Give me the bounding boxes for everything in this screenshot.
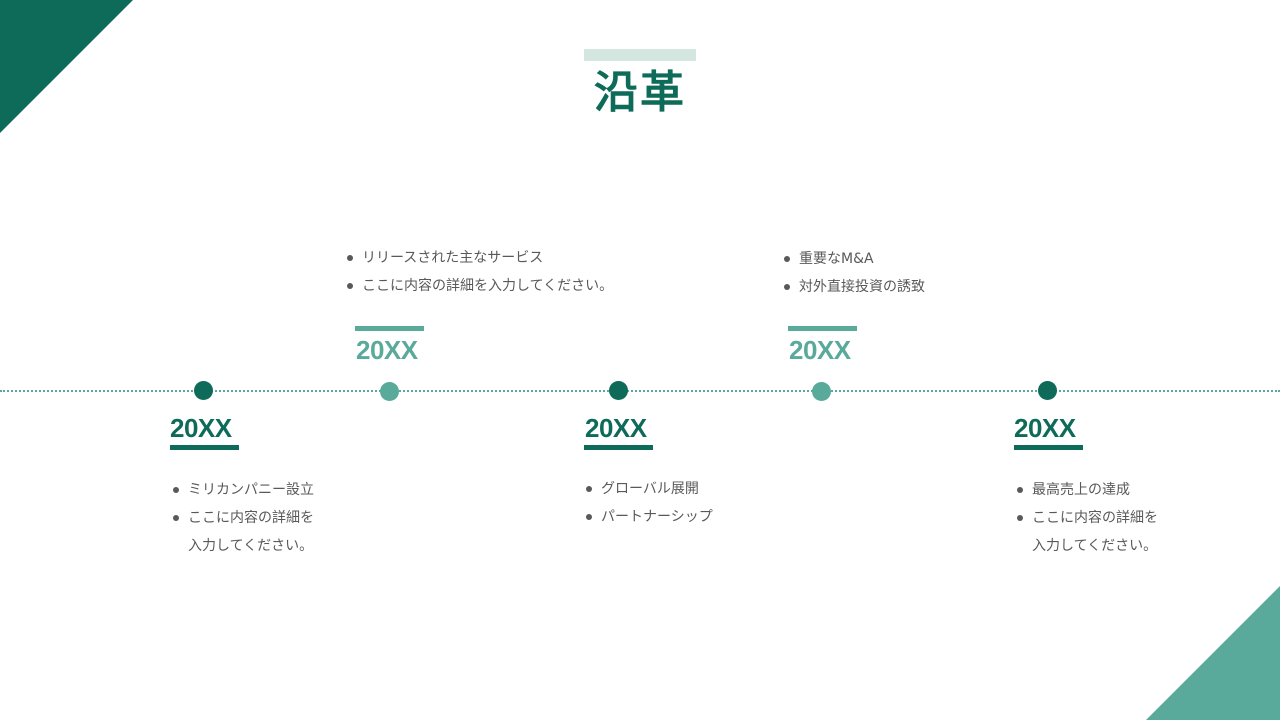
milestone-list-3: グローバル展開 パートナーシップ <box>586 475 713 531</box>
milestone-list-4: 重要なM&A 対外直接投資の誘致 <box>784 245 925 301</box>
list-item: ここに内容の詳細を入力してください。 <box>347 272 613 300</box>
list-item: リリースされた主なサービス <box>347 244 613 272</box>
list-item-continuation: 入力してください。 <box>188 538 314 554</box>
top-left-corner-triangle <box>0 0 133 133</box>
milestone-list-1: ミリカンパニー設立 ここに内容の詳細を 入力してください。 <box>173 476 314 560</box>
title-accent-bar <box>584 49 696 61</box>
list-item: グローバル展開 <box>586 475 713 503</box>
milestone-year-bar-5 <box>1014 445 1083 450</box>
milestone-year-bar-3 <box>584 445 653 450</box>
milestone-dot-1 <box>194 381 213 400</box>
milestone-year-bar-1 <box>170 445 239 450</box>
milestone-year-5: 20XX <box>1014 413 1076 443</box>
milestone-year-bar-4 <box>788 326 857 331</box>
page-title: 沿革 <box>594 67 686 118</box>
milestone-dot-2 <box>380 382 399 401</box>
list-item-continuation: 入力してください。 <box>1032 538 1158 554</box>
milestone-year-3: 20XX <box>585 413 647 443</box>
milestone-year-2: 20XX <box>356 335 418 365</box>
milestone-list-2: リリースされた主なサービス ここに内容の詳細を入力してください。 <box>347 244 613 300</box>
list-item: 最高売上の達成 <box>1017 476 1158 504</box>
milestone-dot-4 <box>812 382 831 401</box>
milestone-year-4: 20XX <box>789 335 851 365</box>
list-item: ミリカンパニー設立 <box>173 476 314 504</box>
list-item: ここに内容の詳細を <box>1017 504 1158 532</box>
bottom-right-corner-triangle <box>1146 586 1280 720</box>
milestone-list-5: 最高売上の達成 ここに内容の詳細を 入力してください。 <box>1017 476 1158 560</box>
milestone-dot-3 <box>609 381 628 400</box>
milestone-year-1: 20XX <box>170 413 232 443</box>
list-item: 対外直接投資の誘致 <box>784 273 925 301</box>
milestone-year-bar-2 <box>355 326 424 331</box>
milestone-dot-5 <box>1038 381 1057 400</box>
list-item: パートナーシップ <box>586 503 713 531</box>
list-item: ここに内容の詳細を <box>173 504 314 532</box>
title-block: 沿革 <box>584 49 696 121</box>
list-item: 重要なM&A <box>784 245 925 273</box>
timeline-line <box>0 390 1280 392</box>
